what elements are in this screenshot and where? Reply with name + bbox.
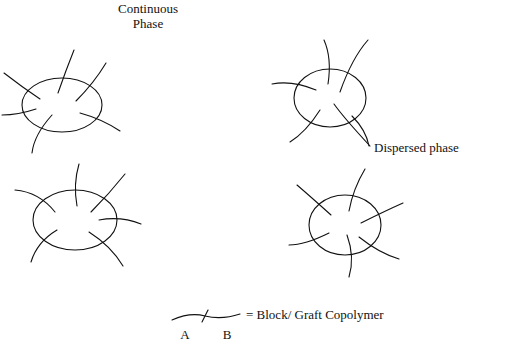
droplet xyxy=(15,164,141,266)
copolymer-sample xyxy=(172,310,240,322)
legend-text: = Block/ Graft Copolymer xyxy=(246,308,446,323)
phase-label: Dispersed phase xyxy=(374,141,504,156)
leader-line xyxy=(352,116,369,146)
droplet xyxy=(289,169,403,277)
block-letter: A xyxy=(175,328,195,343)
droplet xyxy=(2,50,120,153)
droplet xyxy=(272,40,370,146)
block-letter: B xyxy=(217,328,237,343)
phase-label: Continuous Phase xyxy=(108,2,188,32)
